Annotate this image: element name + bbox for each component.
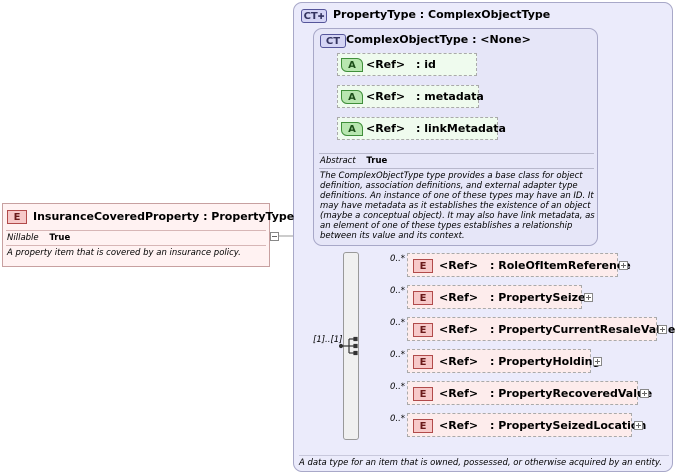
root-element-title: InsuranceCoveredProperty : PropertyType	[33, 210, 294, 223]
nillable-label: Nillable	[7, 233, 39, 243]
element-name: : PropertySeizedLocation	[490, 419, 647, 432]
element-role-of-item-reference[interactable]: E <Ref> : RoleOfItemReference	[407, 253, 631, 277]
sequence-icon	[339, 336, 358, 356]
element-property-current-resale-value[interactable]: E <Ref> : PropertyCurrentResaleValue	[407, 317, 675, 341]
abstract-label: Abstract	[320, 156, 356, 166]
divider	[319, 153, 594, 154]
expand-icon[interactable]	[658, 325, 667, 334]
nillable-row: Nillable True	[7, 233, 70, 243]
expand-icon[interactable]	[619, 261, 628, 270]
complex-type-icon: CT	[320, 34, 346, 48]
root-element-box[interactable]: E InsuranceCoveredProperty : PropertyTyp…	[2, 203, 294, 267]
expand-icon[interactable]	[584, 293, 593, 302]
element-icon: E	[413, 387, 433, 401]
element-cardinality: 0..*	[390, 382, 406, 392]
element-name: : PropertySeizer	[490, 291, 591, 304]
element-cardinality: 0..*	[390, 350, 406, 360]
element-icon: E	[413, 291, 433, 305]
attribute-ref: <Ref>	[366, 122, 406, 135]
element-property-holding[interactable]: E <Ref> : PropertyHolding	[407, 349, 600, 373]
element-property-seized-location[interactable]: E <Ref> : PropertySeizedLocation	[407, 413, 646, 437]
element-ref: <Ref>	[439, 259, 479, 272]
type-base: : <None>	[472, 33, 531, 46]
complex-object-type-title[interactable]: ComplexObjectType : <None>	[346, 33, 531, 46]
element-icon: E	[413, 259, 433, 273]
property-type-description: A data type for an item that is owned, p…	[299, 455, 669, 468]
divider	[6, 230, 266, 231]
element-type: : PropertyType	[203, 210, 295, 223]
element-cardinality: 0..*	[390, 414, 406, 424]
attribute-id[interactable]: A <Ref> : id	[337, 53, 477, 76]
attribute-name: : metadata	[416, 90, 484, 103]
element-icon: E	[413, 419, 433, 433]
divider	[6, 245, 266, 246]
root-element-description: A property item that is covered by an in…	[7, 248, 241, 258]
abstract-row: Abstract True	[320, 156, 387, 166]
sequence-cardinality: [1]..[1]	[313, 335, 343, 345]
element-ref: <Ref>	[439, 291, 479, 304]
element-property-seizer[interactable]: E <Ref> : PropertySeizer	[407, 285, 591, 309]
element-name: InsuranceCoveredProperty	[33, 210, 200, 223]
element-icon: E	[7, 210, 27, 224]
element-cardinality: 0..*	[390, 286, 406, 296]
expand-icon[interactable]	[593, 357, 602, 366]
element-cardinality: 0..*	[390, 318, 406, 328]
expand-icon[interactable]	[634, 421, 643, 430]
attribute-link-metadata[interactable]: A <Ref> : linkMetadata	[337, 117, 506, 140]
attribute-metadata[interactable]: A <Ref> : metadata	[337, 85, 484, 108]
attribute-ref: <Ref>	[366, 90, 406, 103]
collapse-icon[interactable]	[270, 232, 279, 241]
element-name: : PropertyRecoveredValue	[490, 387, 653, 400]
element-icon: E	[413, 355, 433, 369]
element-ref: <Ref>	[439, 387, 479, 400]
element-ref: <Ref>	[439, 419, 479, 432]
expand-icon[interactable]	[640, 389, 649, 398]
element-icon: E	[413, 323, 433, 337]
divider	[319, 168, 594, 169]
attribute-ref: <Ref>	[366, 58, 406, 71]
attribute-name: : id	[416, 58, 436, 71]
element-name: : PropertyHolding	[490, 355, 601, 368]
type-name: PropertyType	[333, 8, 416, 21]
element-name: : PropertyCurrentResaleValue	[490, 323, 676, 336]
element-property-recovered-value[interactable]: E <Ref> : PropertyRecoveredValue	[407, 381, 652, 405]
complex-type-icon: CT✚	[301, 9, 327, 23]
property-type-title[interactable]: PropertyType : ComplexObjectType	[333, 8, 550, 21]
sequence-compositor[interactable]	[339, 252, 359, 440]
element-cardinality: 0..*	[390, 254, 406, 264]
type-name: ComplexObjectType	[346, 33, 469, 46]
nillable-value: True	[49, 233, 71, 243]
attribute-icon: A	[341, 58, 363, 72]
attribute-icon: A	[341, 122, 363, 136]
element-name: : RoleOfItemReference	[490, 259, 631, 272]
element-ref: <Ref>	[439, 355, 479, 368]
type-base: : ComplexObjectType	[419, 8, 551, 21]
complex-object-type-description: The ComplexObjectType type provides a ba…	[320, 171, 595, 241]
attribute-icon: A	[341, 90, 363, 104]
abstract-value: True	[366, 156, 388, 166]
element-ref: <Ref>	[439, 323, 479, 336]
attribute-name: : linkMetadata	[416, 122, 506, 135]
